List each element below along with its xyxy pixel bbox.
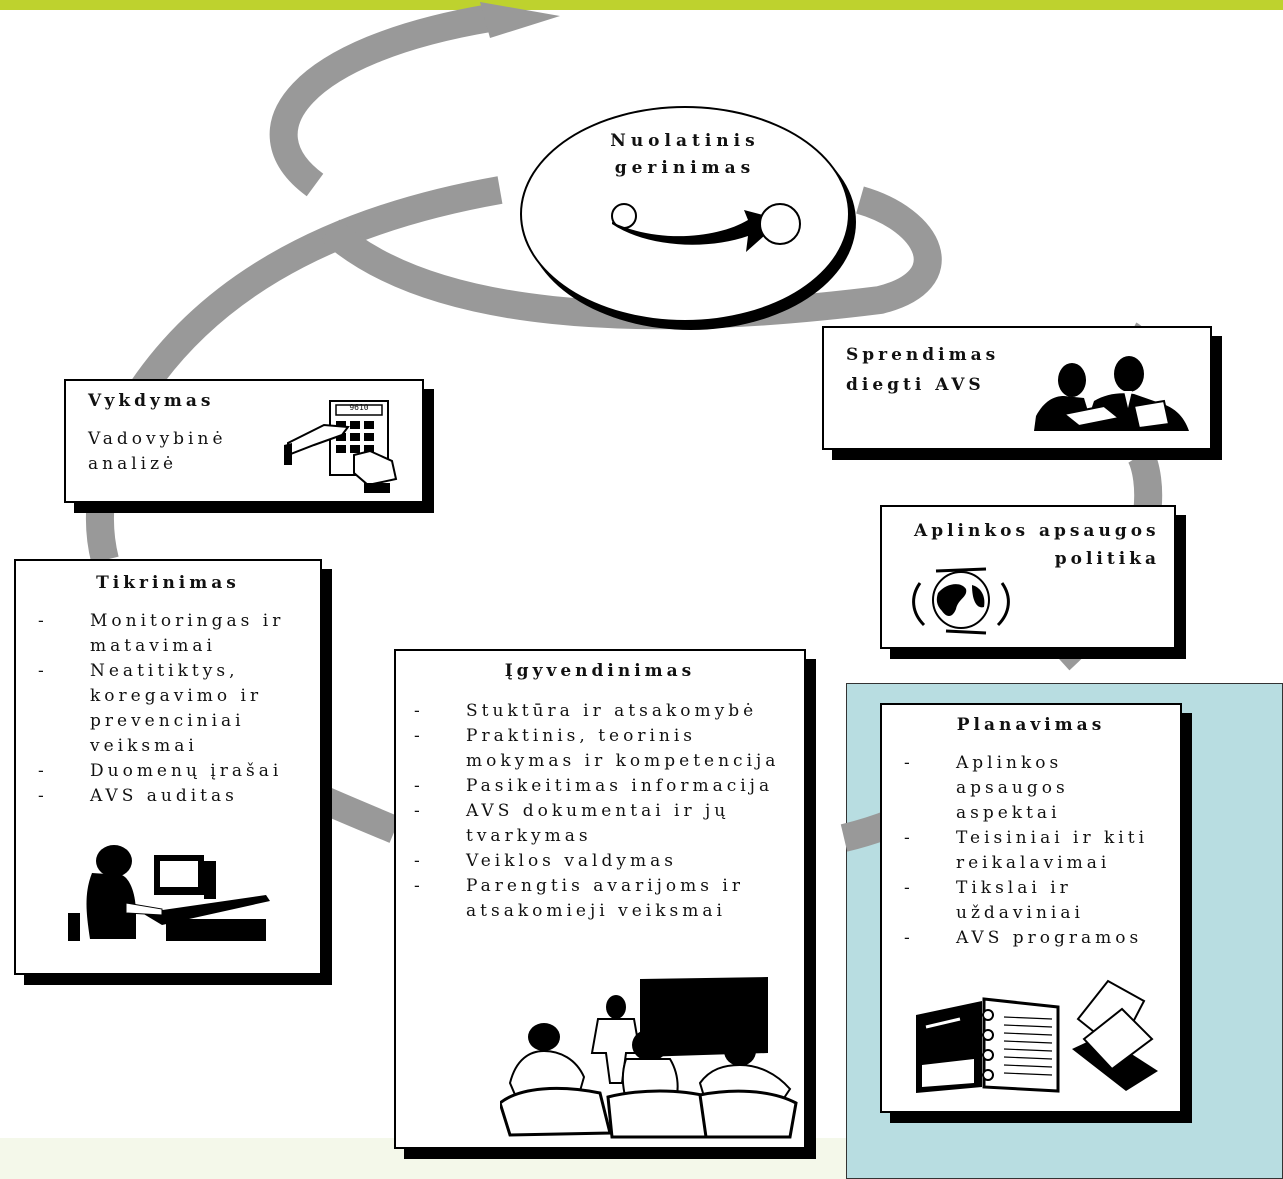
meeting-people-icon xyxy=(1034,356,1189,431)
checking-item: AVS auditas xyxy=(32,784,317,809)
planning-item: Aplinkos apsaugos aspektai xyxy=(898,751,1168,826)
planning-item: Tikslai ir uždaviniai xyxy=(898,876,1168,926)
continuous-improvement-ellipse: Nuolatinis gerinimas xyxy=(520,106,858,332)
planning-list: Aplinkos apsaugos aspektai Teisiniai ir … xyxy=(898,751,1168,951)
center-title-line1: Nuolatinis xyxy=(610,131,760,151)
implementation-item: Parengtis avarijoms ir atsakomieji veiks… xyxy=(408,874,804,924)
implementation-item: Praktinis, teorinis mokymas ir kompetenc… xyxy=(408,724,804,774)
execution-box: Vykdymas Vadovybinė analizė 9610 xyxy=(64,379,424,503)
planning-title: Planavimas xyxy=(956,715,1106,735)
computer-user-icon xyxy=(68,845,270,941)
center-title-line2: gerinimas xyxy=(614,158,756,178)
policy-box: Aplinkos apsaugos politika xyxy=(880,505,1176,649)
policy-title-line1: Aplinkos apsaugos xyxy=(914,521,1160,541)
implementation-box: Įgyvendinimas Stuktūra ir atsakomybė Pra… xyxy=(394,649,806,1149)
center-title: Nuolatinis gerinimas xyxy=(522,128,848,182)
decision-title-line1: Sprendimas xyxy=(846,345,1000,365)
execution-line2: analizė xyxy=(88,454,178,474)
implementation-item: Stuktūra ir atsakomybė xyxy=(408,699,804,724)
planning-item: AVS programos xyxy=(898,926,1168,951)
checking-item: Monitoringas ir matavimai xyxy=(32,609,317,659)
spiral-arrowhead-icon xyxy=(480,2,560,38)
classroom-icon xyxy=(500,977,798,1139)
improvement-arrow-icon xyxy=(611,203,801,252)
decision-title-line2: diegti AVS xyxy=(846,375,985,395)
execution-line1: Vadovybinė xyxy=(88,429,227,449)
checking-box: Tikrinimas Monitoringas ir matavimai Nea… xyxy=(14,559,322,975)
checking-title: Tikrinimas xyxy=(96,573,240,593)
calculator-hand-icon xyxy=(284,400,398,493)
ellipse-body: Nuolatinis gerinimas xyxy=(520,106,850,322)
implementation-item: AVS dokumentai ir jų tvarkymas xyxy=(408,799,804,849)
checking-item: Duomenų įrašai xyxy=(32,759,317,784)
checking-item: Neatitiktys, koregavimo ir prevenciniai … xyxy=(32,659,317,759)
policy-title-line2: politika xyxy=(1054,549,1160,569)
decision-box: Sprendimas diegti AVS xyxy=(822,326,1212,450)
implementation-item: Pasikeitimas informacija xyxy=(408,774,804,799)
planning-item: Teisiniai ir kiti reikalavimai xyxy=(898,826,1168,876)
binder-documents-icon xyxy=(916,979,1158,1093)
implementation-item: Veiklos valdymas xyxy=(408,849,804,874)
implementation-list: Stuktūra ir atsakomybė Praktinis, teorin… xyxy=(408,699,804,924)
globe-arrows-icon xyxy=(912,567,1010,635)
execution-title: Vykdymas xyxy=(88,391,215,411)
top-accent-bar xyxy=(0,0,1283,10)
planning-box: Planavimas Aplinkos apsaugos aspektai Te… xyxy=(880,703,1182,1113)
implementation-title: Įgyvendinimas xyxy=(504,661,696,681)
checking-list: Monitoringas ir matavimai Neatitiktys, k… xyxy=(32,609,317,809)
calculator-display-text: 9610 xyxy=(349,403,369,412)
